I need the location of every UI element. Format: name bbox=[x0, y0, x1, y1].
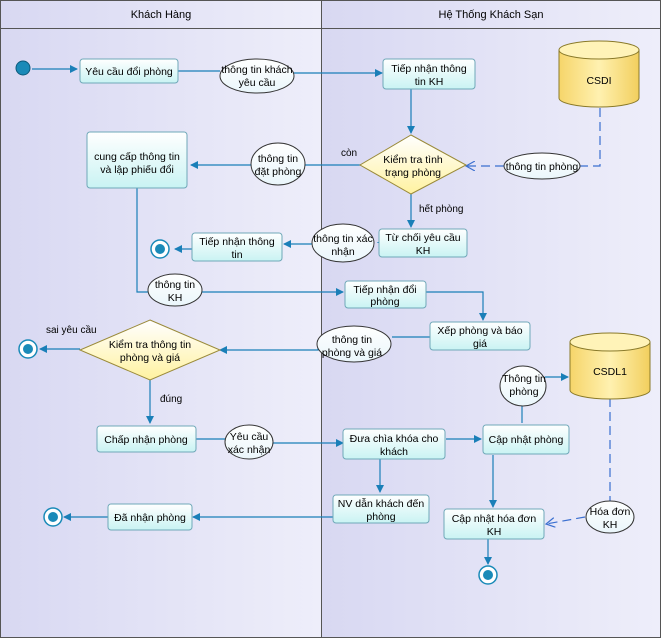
object-label: KH bbox=[168, 292, 183, 304]
action-dua-chia-khoa: Đưa chìa khóa cho khách bbox=[342, 428, 446, 460]
decision-kiem-tra-gia: Kiểm tra thông tin phòng và giá bbox=[78, 319, 222, 381]
dashed-to-cap-nhat-hd bbox=[546, 516, 586, 524]
action-label: NV dẫn khách đến bbox=[338, 497, 425, 510]
action-label: khách bbox=[380, 446, 408, 458]
object-label: thông tin bbox=[332, 334, 372, 346]
object-nodes: thông tin khách yêu cầu thông tin đặt ph… bbox=[147, 58, 635, 534]
end-node-3 bbox=[43, 507, 63, 527]
object-label: thông tin bbox=[155, 279, 195, 291]
object-label: phòng và giá bbox=[322, 347, 382, 359]
object-label: xác nhận bbox=[228, 444, 271, 456]
lane-khach-hang bbox=[0, 0, 322, 638]
object-yeu-cau-xac-nhan: Yêu cầu xác nhận bbox=[224, 424, 274, 460]
datastore-csdi: CSDI bbox=[558, 40, 640, 108]
action-label: Xếp phòng và báo bbox=[437, 325, 522, 337]
action-da-nhan-phong: Đã nhận phòng bbox=[107, 503, 193, 531]
guard-het-phong: hết phòng bbox=[419, 203, 464, 215]
object-label: phòng bbox=[509, 386, 538, 398]
action-label: giá bbox=[473, 338, 487, 350]
object-thong-tin-khach-yeu-cau: thông tin khách yêu cầu bbox=[219, 58, 295, 94]
start-node bbox=[15, 60, 31, 76]
object-thong-tin-phong-va-gia: thông tin phòng và giá bbox=[316, 325, 392, 363]
flow-to-xep-phong bbox=[426, 291, 487, 321]
object-thong-tin-phong: thông tin phòng bbox=[503, 152, 581, 180]
object-label: Hóa đơn bbox=[590, 506, 631, 518]
object-label: KH bbox=[603, 519, 618, 531]
datastore-label: CSDL1 bbox=[593, 366, 627, 378]
guard-sai-yeu-cau: sai yêu cầu bbox=[46, 324, 97, 336]
object-hoa-don-kh: Hóa đơn KH bbox=[585, 500, 635, 534]
action-cap-nhat-phong: Cập nhật phòng bbox=[482, 424, 570, 455]
actions: Yêu cầu đổi phòng Tiếp nhận thông tin KH… bbox=[79, 58, 570, 540]
action-tiep-nhan-thong-tin: Tiếp nhận thông tin bbox=[191, 232, 283, 262]
action-tiep-nhan-doi-phong: Tiếp nhận đổi phòng bbox=[344, 280, 427, 309]
object-label: thông tin bbox=[258, 153, 298, 165]
decision-label: phòng và giá bbox=[120, 352, 180, 364]
action-tu-choi-yeu-cau: Từ chối yêu cầu KH bbox=[378, 228, 468, 258]
action-label: Chấp nhận phòng bbox=[104, 434, 188, 446]
object-thong-tin-kh: thông tin KH bbox=[147, 273, 203, 307]
action-label: tin bbox=[231, 249, 242, 261]
object-thong-tin-dat-phong: thông tin đặt phòng bbox=[250, 142, 306, 186]
action-label: và lập phiếu đổi bbox=[100, 164, 174, 176]
object-label: đặt phòng bbox=[255, 166, 302, 178]
object-thong-tin-phong-2: Thông tin phòng bbox=[499, 365, 547, 407]
action-label: Tiếp nhận thông bbox=[391, 63, 467, 75]
action-tiep-nhan-thong-tin-kh: Tiếp nhận thông tin KH bbox=[382, 58, 476, 90]
object-label: thông tin khách bbox=[221, 64, 292, 76]
decision-label: Kiểm tra thông tin bbox=[109, 339, 191, 351]
dashed-csdi bbox=[580, 108, 601, 167]
action-label: Từ chối yêu cầu bbox=[385, 232, 460, 244]
end-node-2 bbox=[18, 339, 38, 359]
datastore-label: CSDI bbox=[586, 75, 611, 87]
action-chap-nhan-phong: Chấp nhận phòng bbox=[96, 425, 197, 453]
action-label: Đã nhận phòng bbox=[114, 512, 186, 524]
action-label: Tiếp nhận thông bbox=[199, 236, 275, 248]
object-label: Yêu cầu bbox=[230, 431, 269, 443]
action-label: KH bbox=[416, 245, 431, 257]
action-cung-cap-thong-tin: cung cấp thông tin và lập phiếu đổi bbox=[86, 131, 188, 189]
action-label: KH bbox=[487, 526, 502, 538]
action-label: cung cấp thông tin bbox=[94, 151, 180, 163]
lane-title-right: Hệ Thống Khách Sạn bbox=[439, 9, 544, 21]
decisions: Kiểm tra tình trạng phòng Kiểm tra thông… bbox=[78, 134, 468, 381]
action-label: tin KH bbox=[415, 76, 444, 88]
control-flows bbox=[32, 65, 569, 565]
lane-title-left: Khách Hàng bbox=[131, 9, 192, 21]
action-label: Đưa chìa khóa cho bbox=[350, 433, 439, 445]
guard-con: còn bbox=[341, 148, 357, 159]
object-label: yêu cầu bbox=[239, 77, 276, 89]
end-node-1 bbox=[150, 239, 170, 259]
object-label: Thông tin bbox=[502, 373, 546, 385]
datastores: CSDI CSDL1 bbox=[558, 40, 651, 400]
action-label: phòng bbox=[370, 296, 399, 308]
decision-label: trạng phòng bbox=[385, 167, 441, 179]
action-label: Yêu cầu đổi phòng bbox=[85, 66, 173, 78]
action-label: Cập nhật hóa đơn bbox=[452, 513, 537, 525]
guard-dung: đúng bbox=[160, 394, 182, 405]
decision-label: Kiểm tra tình bbox=[383, 154, 443, 166]
object-label: thông tin phòng bbox=[506, 161, 579, 173]
action-label: Cập nhật phòng bbox=[489, 434, 564, 446]
action-xep-phong-bao-gia: Xếp phòng và báo giá bbox=[429, 321, 531, 351]
decision-kiem-tra-tinh-trang: Kiểm tra tình trạng phòng bbox=[359, 134, 468, 195]
action-nv-dan-khach: NV dẫn khách đến phòng bbox=[332, 494, 430, 524]
object-label: nhận bbox=[331, 246, 355, 258]
nodes bbox=[15, 60, 498, 585]
action-cap-nhat-hoa-don: Cập nhật hóa đơn KH bbox=[443, 508, 545, 540]
action-yeu-cau-doi-phong: Yêu cầu đổi phòng bbox=[79, 58, 179, 84]
guard-labels: còn hết phòng sai yêu cầu đúng bbox=[46, 148, 464, 405]
end-node-4 bbox=[478, 565, 498, 585]
action-label: phòng bbox=[366, 511, 395, 523]
action-label: Tiếp nhận đổi bbox=[353, 284, 416, 296]
flow-cung-cap-down bbox=[136, 188, 148, 293]
object-label: thông tin xác bbox=[313, 233, 373, 245]
object-thong-tin-xac-nhan: thông tin xác nhận bbox=[311, 223, 375, 263]
datastore-csdl1: CSDL1 bbox=[569, 332, 651, 400]
